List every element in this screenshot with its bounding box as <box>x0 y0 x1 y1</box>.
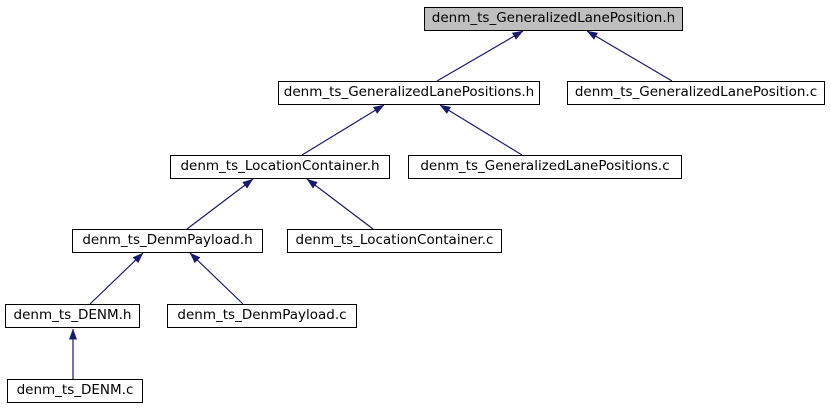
include-edge-denm_ts_GeneralizedLanePositions_c-to-denm_ts_GeneralizedLanePositions_h <box>439 104 523 156</box>
graph-node-denm_ts_DenmPayload_h[interactable]: denm_ts_DenmPayload.h <box>72 229 263 253</box>
graph-node-denm_ts_GeneralizedLanePosition_c[interactable]: denm_ts_GeneralizedLanePosition.c <box>567 81 825 105</box>
graph-node-denm_ts_GeneralizedLanePosition_h: denm_ts_GeneralizedLanePosition.h <box>424 7 683 31</box>
graph-node-denm_ts_GeneralizedLanePositions_c[interactable]: denm_ts_GeneralizedLanePositions.c <box>408 155 682 179</box>
graph-node-denm_ts_DENM_c[interactable]: denm_ts_DENM.c <box>7 379 143 403</box>
include-edge-denm_ts_GeneralizedLanePosition_c-to-denm_ts_GeneralizedLanePosition_h <box>586 30 673 82</box>
include-edge-denm_ts_GeneralizedLanePositions_h-to-denm_ts_GeneralizedLanePosition_h <box>436 30 524 82</box>
graph-node-denm_ts_GeneralizedLanePositions_h[interactable]: denm_ts_GeneralizedLanePositions.h <box>278 81 540 105</box>
include-edge-denm_ts_LocationContainer_c-to-denm_ts_LocationContainer_h <box>306 178 374 230</box>
include-edge-denm_ts_DenmPayload_c-to-denm_ts_DenmPayload_h <box>189 252 244 305</box>
include-edge-denm_ts_DENM_h-to-denm_ts_DenmPayload_h <box>89 252 144 305</box>
include-edge-denm_ts_LocationContainer_h-to-denm_ts_GeneralizedLanePositions_h <box>301 104 385 156</box>
graph-node-denm_ts_DenmPayload_c[interactable]: denm_ts_DenmPayload.c <box>167 304 357 328</box>
graph-node-denm_ts_LocationContainer_c[interactable]: denm_ts_LocationContainer.c <box>287 229 502 253</box>
include-edge-denm_ts_DenmPayload_h-to-denm_ts_LocationContainer_h <box>186 178 254 230</box>
graph-node-denm_ts_LocationContainer_h[interactable]: denm_ts_LocationContainer.h <box>170 155 390 179</box>
graph-node-denm_ts_DENM_h[interactable]: denm_ts_DENM.h <box>5 304 140 328</box>
